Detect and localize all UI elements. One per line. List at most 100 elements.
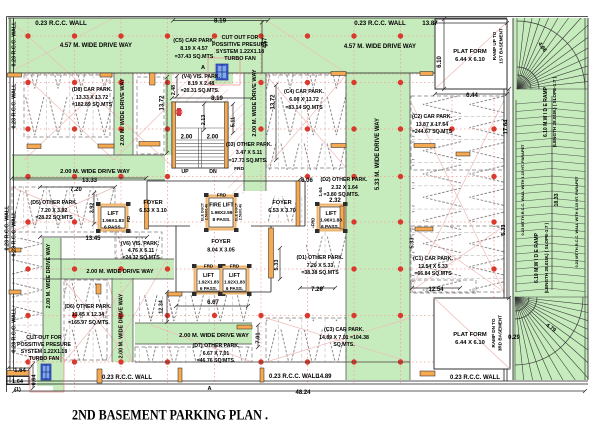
svg-text:6.10: 6.10	[437, 56, 443, 68]
svg-text:SYSTEM 1.22X1.18: SYSTEM 1.22X1.18	[21, 349, 68, 355]
svg-text:6.44 X 6.10: 6.44 X 6.10	[455, 340, 485, 346]
svg-text:RAMP UP TO: RAMP UP TO	[492, 31, 497, 60]
svg-text:POSSITIVE PRESURE: POSSITIVE PRESURE	[17, 342, 71, 348]
svg-text:14.89 X 7.01 =104.38: 14.89 X 7.01 =104.38	[319, 335, 369, 341]
svg-text:2.00 M. WIDE DRIVE WAY: 2.00 M. WIDE DRIVE WAY	[252, 69, 258, 137]
svg-text:TURBO FAN: TURBO FAN	[224, 56, 256, 62]
svg-text:5.33: 5.33	[274, 260, 280, 271]
svg-text:(D5) OTHER PARK.: (D5) OTHER PARK.	[31, 200, 78, 206]
svg-text:6 PASS.: 6 PASS.	[200, 286, 217, 291]
svg-text:3RD BASEMENT: 3RD BASEMENT	[498, 315, 503, 351]
svg-text:=46.76 SQ.MTS.: =46.76 SQ.MTS.	[197, 358, 236, 364]
svg-text:8.19 X 4.57: 8.19 X 4.57	[180, 46, 208, 52]
svg-text:0.23 R.C.C. WALL: 0.23 R.C.C. WALL	[102, 375, 152, 381]
svg-text:DN: DN	[209, 169, 217, 175]
svg-text:(C1) CAR PARK.: (C1) CAR PARK.	[413, 256, 454, 262]
svg-text:0.23 R.C.C. WALL: 0.23 R.C.C. WALL	[354, 20, 406, 27]
svg-text:0.23 R.C.C. WALL: 0.23 R.C.C. WALL	[450, 375, 500, 381]
svg-text:(03) OTHER PARK.: (03) OTHER PARK.	[226, 142, 273, 148]
svg-text:2.32: 2.32	[329, 198, 341, 204]
svg-text:=182.89 SQ.MTS: =182.89 SQ.MTS	[72, 102, 113, 108]
svg-text:TURBO FAN: TURBO FAN	[29, 356, 60, 362]
svg-text:1.64: 1.64	[12, 379, 24, 385]
svg-text:12.54 X 5.33: 12.54 X 5.33	[418, 264, 448, 270]
svg-text:PLAT FORM: PLAT FORM	[453, 332, 487, 338]
svg-text:(D8) CAR PARK.: (D8) CAR PARK.	[72, 87, 113, 93]
svg-text:(C2) CAR PARK.: (C2) CAR PARK.	[412, 114, 453, 120]
svg-text:0.23 R.C.C. WALL: 0.23 R.C.C. WALL	[12, 83, 18, 129]
svg-text:FRD: FRD	[311, 218, 316, 227]
svg-text:4.66: 4.66	[536, 41, 547, 53]
svg-text:12.34: 12.34	[159, 300, 165, 314]
svg-text:6 PASS.: 6 PASS.	[321, 224, 339, 230]
svg-text:2.00 M. WIDE DRIVE WAY: 2.00 M. WIDE DRIVE WAY	[179, 333, 249, 339]
svg-text:=20.31 SQ.MTS.: =20.31 SQ.MTS.	[181, 88, 220, 94]
svg-text:8.19 X 2.48: 8.19 X 2.48	[188, 81, 215, 87]
svg-text:5.33: 5.33	[501, 225, 507, 236]
svg-text:(V4) VIS. PARK.: (V4) VIS. PARK.	[182, 74, 221, 80]
svg-text:2.32 X 1.64: 2.32 X 1.64	[331, 185, 358, 191]
svg-text:8.04 X 3.05: 8.04 X 3.05	[207, 248, 235, 254]
svg-text:2.00 M. WIDE DRIVE WAY: 2.00 M. WIDE DRIVE WAY	[46, 243, 52, 308]
svg-text:0.23 R.C.C. WALL: 0.23 R.C.C. WALL	[12, 211, 18, 257]
svg-text:0.23 MT.TH.R.C.C. WALL WITH 1.: 0.23 MT.TH.R.C.C. WALL WITH 1.15 HT. PAR…	[574, 176, 579, 267]
svg-text:PLAT FORM: PLAT FORM	[453, 49, 487, 55]
svg-text:RD: RD	[126, 216, 131, 222]
svg-text:(D6) OTHER PARK.: (D6) OTHER PARK.	[65, 304, 112, 310]
svg-text:4.76 X 5.11: 4.76 X 5.11	[128, 248, 154, 254]
svg-text:FRD: FRD	[217, 193, 227, 198]
svg-text:8.19: 8.19	[211, 96, 223, 102]
svg-text:0.23 R.C.C. WALL: 0.23 R.C.C. WALL	[12, 21, 18, 67]
svg-text:4.79: 4.79	[544, 323, 556, 334]
svg-text:6.44: 6.44	[466, 93, 478, 99]
svg-text:13.45: 13.45	[85, 236, 101, 242]
svg-text:8 PASS.: 8 PASS.	[212, 217, 230, 223]
svg-text:=28.22 SQ.MTS: =28.22 SQ.MTS	[35, 215, 73, 221]
svg-text:(D1) OTHER PARK.: (D1) OTHER PARK.	[297, 255, 344, 261]
svg-text:=24.32 SQ.MTS: =24.32 SQ.MTS	[122, 255, 160, 261]
svg-text:13.72: 13.72	[271, 94, 277, 110]
svg-text:6.67: 6.67	[207, 300, 219, 306]
svg-text:(V6) VIS. PARK.: (V6) VIS. PARK.	[121, 241, 160, 247]
svg-text:LIFT: LIFT	[108, 211, 120, 217]
svg-text:1.64: 1.64	[14, 368, 26, 374]
svg-text:3.92: 3.92	[90, 203, 96, 214]
svg-text:7.01: 7.01	[256, 332, 262, 344]
svg-text:2.13: 2.13	[201, 115, 207, 126]
svg-text:0.23 R.C.C. WALL: 0.23 R.C.C. WALL	[5, 205, 11, 251]
svg-text:=37.43 SQ.MTS: =37.43 SQ.MTS	[175, 54, 214, 60]
svg-text:CUT OUT FOR: CUT OUT FOR	[222, 35, 259, 41]
svg-text:4.57 M. WIDE DRIVE WAY: 4.57 M. WIDE DRIVE WAY	[344, 44, 416, 50]
svg-text:0.23 MT.TH.R.C.C. WALL WITH 1.: 0.23 MT.TH.R.C.C. WALL WITH 1.15 HT. PAR…	[520, 144, 525, 235]
svg-text:5.33: 5.33	[410, 238, 416, 249]
svg-text:5.11: 5.11	[231, 117, 237, 127]
svg-text:48.24: 48.24	[295, 390, 311, 396]
svg-text:7.20 X 5.33: 7.20 X 5.33	[307, 263, 334, 269]
svg-text:=3.80 SQ.MTS.: =3.80 SQ.MTS.	[324, 192, 360, 198]
svg-text:4.57 M. WIDE DRIVE WAY: 4.57 M. WIDE DRIVE WAY	[60, 43, 132, 49]
svg-text:=17.73 SQ.MTS.: =17.73 SQ.MTS.	[229, 158, 268, 164]
svg-text:CUT OUT FOR: CUT OUT FOR	[26, 335, 62, 341]
svg-text:RAMP DN TO: RAMP DN TO	[491, 318, 496, 347]
svg-text:0.23 R.C.C. WALL: 0.23 R.C.C. WALL	[12, 307, 18, 353]
svg-text:UP: UP	[181, 169, 189, 175]
svg-text:0.23 R.C.C. WALL: 0.23 R.C.C. WALL	[35, 20, 87, 27]
svg-text:FRD: FRD	[204, 264, 214, 269]
svg-text:2.00 M. WIDE DRIVE WAY: 2.00 M. WIDE DRIVE WAY	[119, 293, 125, 358]
svg-text:4.57: 4.57	[263, 38, 269, 49]
svg-text:6.53 X 3.10: 6.53 X 3.10	[139, 208, 167, 214]
svg-text:(C4) CAR PARK.: (C4) CAR PARK.	[284, 89, 325, 95]
svg-text:(LENGTH 28.01M.) ( SLOPE-1:7 ): (LENGTH 28.01M.) ( SLOPE-1:7 )	[544, 222, 549, 293]
svg-text:2.48: 2.48	[171, 85, 177, 95]
svg-text:8.19: 8.19	[214, 17, 227, 24]
svg-text:=165.97 SQ.MTS.: =165.97 SQ.MTS.	[68, 320, 110, 326]
svg-text:6.67 X 7.01: 6.67 X 7.01	[203, 351, 230, 357]
svg-text:13.87 X 17.64: 13.87 X 17.64	[416, 122, 448, 128]
svg-text:1.92X1.83: 1.92X1.83	[198, 280, 219, 285]
svg-text:A: A	[207, 386, 211, 392]
svg-text:FIRE LIFT: FIRE LIFT	[209, 203, 234, 209]
svg-text:14.89: 14.89	[316, 374, 332, 380]
svg-text:1ST BASEMENT: 1ST BASEMENT	[499, 28, 504, 64]
svg-text:(C3) CAR PARK.: (C3) CAR PARK.	[324, 327, 365, 333]
svg-text:2ND BASEMENT PARKING PLAN .: 2ND BASEMENT PARKING PLAN .	[72, 407, 268, 424]
